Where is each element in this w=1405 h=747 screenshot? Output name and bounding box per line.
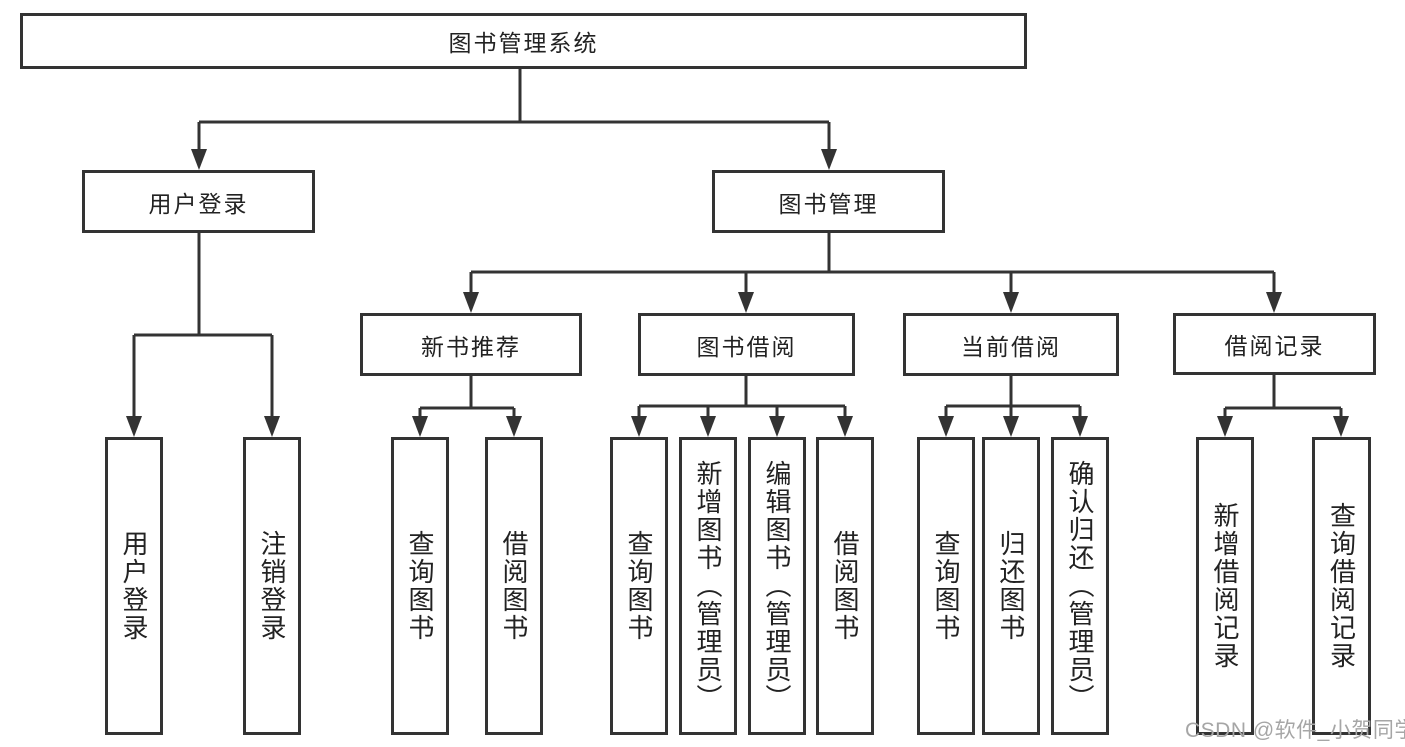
arrowhead: [412, 416, 428, 437]
arrowhead: [1266, 292, 1282, 313]
leaf-borrow-books-recommend-label: 借阅图书: [499, 530, 529, 642]
node-root-label: 图书管理系统: [448, 30, 599, 56]
leaf-edit-books-admin: 编辑图书（管理员）: [748, 437, 806, 735]
node-borrow-records-label: 借阅记录: [1224, 333, 1325, 359]
connector-book-management-children: [463, 233, 1282, 313]
arrowhead: [1003, 416, 1019, 437]
node-root: 图书管理系统: [20, 13, 1027, 69]
node-current-borrow: 当前借阅: [903, 313, 1119, 376]
arrowhead: [1333, 416, 1349, 437]
leaf-return-books: 归还图书: [982, 437, 1040, 735]
leaf-confirm-return-admin-label: 确认归还（管理员）: [1065, 460, 1095, 712]
node-new-book-recommend: 新书推荐: [360, 313, 582, 376]
leaf-confirm-return-admin: 确认归还（管理员）: [1051, 437, 1109, 735]
leaf-borrow-books-label: 借阅图书: [830, 530, 860, 642]
node-user-login: 用户登录: [82, 170, 315, 233]
leaf-add-books-admin-label: 新增图书（管理员）: [693, 460, 723, 712]
arrowhead: [837, 416, 853, 437]
arrowhead: [738, 292, 754, 313]
arrowhead: [463, 292, 479, 313]
leaf-return-books-label: 归还图书: [996, 530, 1026, 642]
node-new-book-recommend-label: 新书推荐: [421, 333, 521, 360]
leaf-add-borrow-record-label: 新增借阅记录: [1210, 502, 1240, 670]
leaf-edit-books-admin-label: 编辑图书（管理员）: [762, 460, 792, 712]
arrowhead: [631, 416, 647, 437]
leaf-logout: 注销登录: [243, 437, 301, 735]
node-book-management: 图书管理: [712, 170, 945, 233]
leaf-query-borrow-record: 查询借阅记录: [1312, 437, 1371, 735]
watermark: CSDN @软件_小贺同学: [1185, 719, 1405, 742]
leaf-user-login-label: 用户登录: [119, 530, 149, 642]
arrowhead: [700, 416, 716, 437]
leaf-add-books-admin: 新增图书（管理员）: [679, 437, 737, 735]
leaf-query-books-borrow-label: 查询图书: [624, 530, 654, 642]
leaf-query-books-current: 查询图书: [917, 437, 975, 735]
arrowhead: [506, 416, 522, 437]
leaf-query-books-current-label: 查询图书: [931, 530, 961, 642]
leaf-borrow-books-recommend: 借阅图书: [485, 437, 543, 735]
connector-new-book-children: [412, 376, 522, 437]
leaf-user-login: 用户登录: [105, 437, 163, 735]
leaf-logout-label: 注销登录: [257, 530, 287, 642]
leaf-query-books-recommend: 查询图书: [391, 437, 449, 735]
arrowhead: [1003, 292, 1019, 313]
arrowhead: [264, 416, 280, 437]
connector-current-borrow-children: [938, 376, 1088, 437]
arrowhead: [126, 416, 142, 437]
connector-borrow-records-children: [1217, 375, 1349, 437]
node-current-borrow-label: 当前借阅: [961, 333, 1061, 360]
leaf-add-borrow-record: 新增借阅记录: [1196, 437, 1254, 735]
connector-root-to-level2: [191, 68, 837, 170]
arrowhead: [938, 416, 954, 437]
leaf-query-books-recommend-label: 查询图书: [405, 530, 435, 642]
arrowhead: [769, 416, 785, 437]
node-book-borrow-label: 图书借阅: [696, 333, 797, 360]
node-user-login-label: 用户登录: [148, 190, 249, 217]
node-book-borrow: 图书借阅: [638, 313, 855, 376]
arrowhead: [1217, 416, 1233, 437]
leaf-borrow-books: 借阅图书: [816, 437, 874, 735]
node-book-management-label: 图书管理: [778, 190, 879, 217]
arrowhead: [1072, 416, 1088, 437]
leaf-query-books-borrow: 查询图书: [610, 437, 668, 735]
arrowhead: [821, 149, 837, 170]
connector-book-borrow-children: [631, 376, 853, 437]
node-borrow-records: 借阅记录: [1173, 313, 1376, 375]
leaf-query-borrow-record-label: 查询借阅记录: [1326, 502, 1357, 670]
connector-user-login-children: [126, 233, 280, 437]
arrowhead: [191, 149, 207, 170]
